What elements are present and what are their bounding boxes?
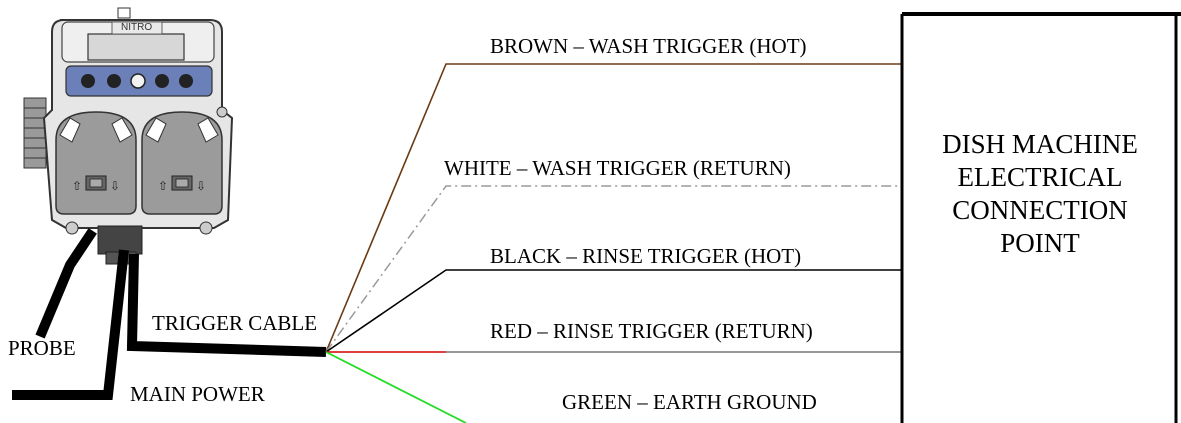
svg-text:⇧: ⇧ <box>72 179 82 193</box>
black-wire-label: BLACK – RINSE TRIGGER (HOT) <box>490 244 802 268</box>
box-label-line4: POINT <box>1000 228 1080 258</box>
connection-box <box>900 12 1181 423</box>
keypad-button-2 <box>107 74 121 88</box>
brown-wire-label: BROWN – WASH TRIGGER (HOT) <box>490 34 807 58</box>
probe-label: PROBE <box>8 336 76 360</box>
pump-head-right: ⇧ ⇩ <box>141 111 223 215</box>
green-wire-label: GREEN – EARTH GROUND <box>562 390 817 414</box>
connection-point-label: DISH MACHINE ELECTRICAL CONNECTION POINT <box>905 128 1175 260</box>
svg-text:⇩: ⇩ <box>196 179 206 193</box>
probe-cable <box>35 228 97 339</box>
keypad-button-3 <box>130 73 146 89</box>
box-label-line1: DISH MACHINE <box>942 129 1138 159</box>
wire-white <box>325 185 902 353</box>
box-label-line3: CONNECTION <box>952 195 1128 225</box>
cables <box>12 228 327 400</box>
trigger-cable-label: TRIGGER CABLE <box>152 311 318 335</box>
wire-black <box>325 269 902 353</box>
pump-head-left: ⇧ ⇩ <box>55 111 137 215</box>
pump-brand-label: NITRO <box>121 22 153 33</box>
wire-green <box>325 351 467 423</box>
white-wire-label: WHITE – WASH TRIGGER (RETURN) <box>444 156 791 180</box>
main-power-label: MAIN POWER <box>130 382 265 406</box>
dispenser-pump: ⇧ ⇩ ⇧ ⇩ <box>23 7 234 265</box>
keypad-button-4 <box>155 74 169 88</box>
lcd-display <box>87 33 185 61</box>
box-label-line2: ELECTRICAL <box>957 162 1123 192</box>
svg-text:⇩: ⇩ <box>110 179 120 193</box>
keypad-button-1 <box>81 74 95 88</box>
trigger-cable <box>126 253 327 357</box>
main-power-cable <box>12 249 129 400</box>
side-bracket <box>23 97 47 169</box>
keypad-button-5 <box>179 74 193 88</box>
wire-brown <box>325 63 902 353</box>
signal-wires <box>325 63 902 423</box>
svg-text:⇧: ⇧ <box>158 179 168 193</box>
red-wire-label: RED – RINSE TRIGGER (RETURN) <box>490 319 813 343</box>
